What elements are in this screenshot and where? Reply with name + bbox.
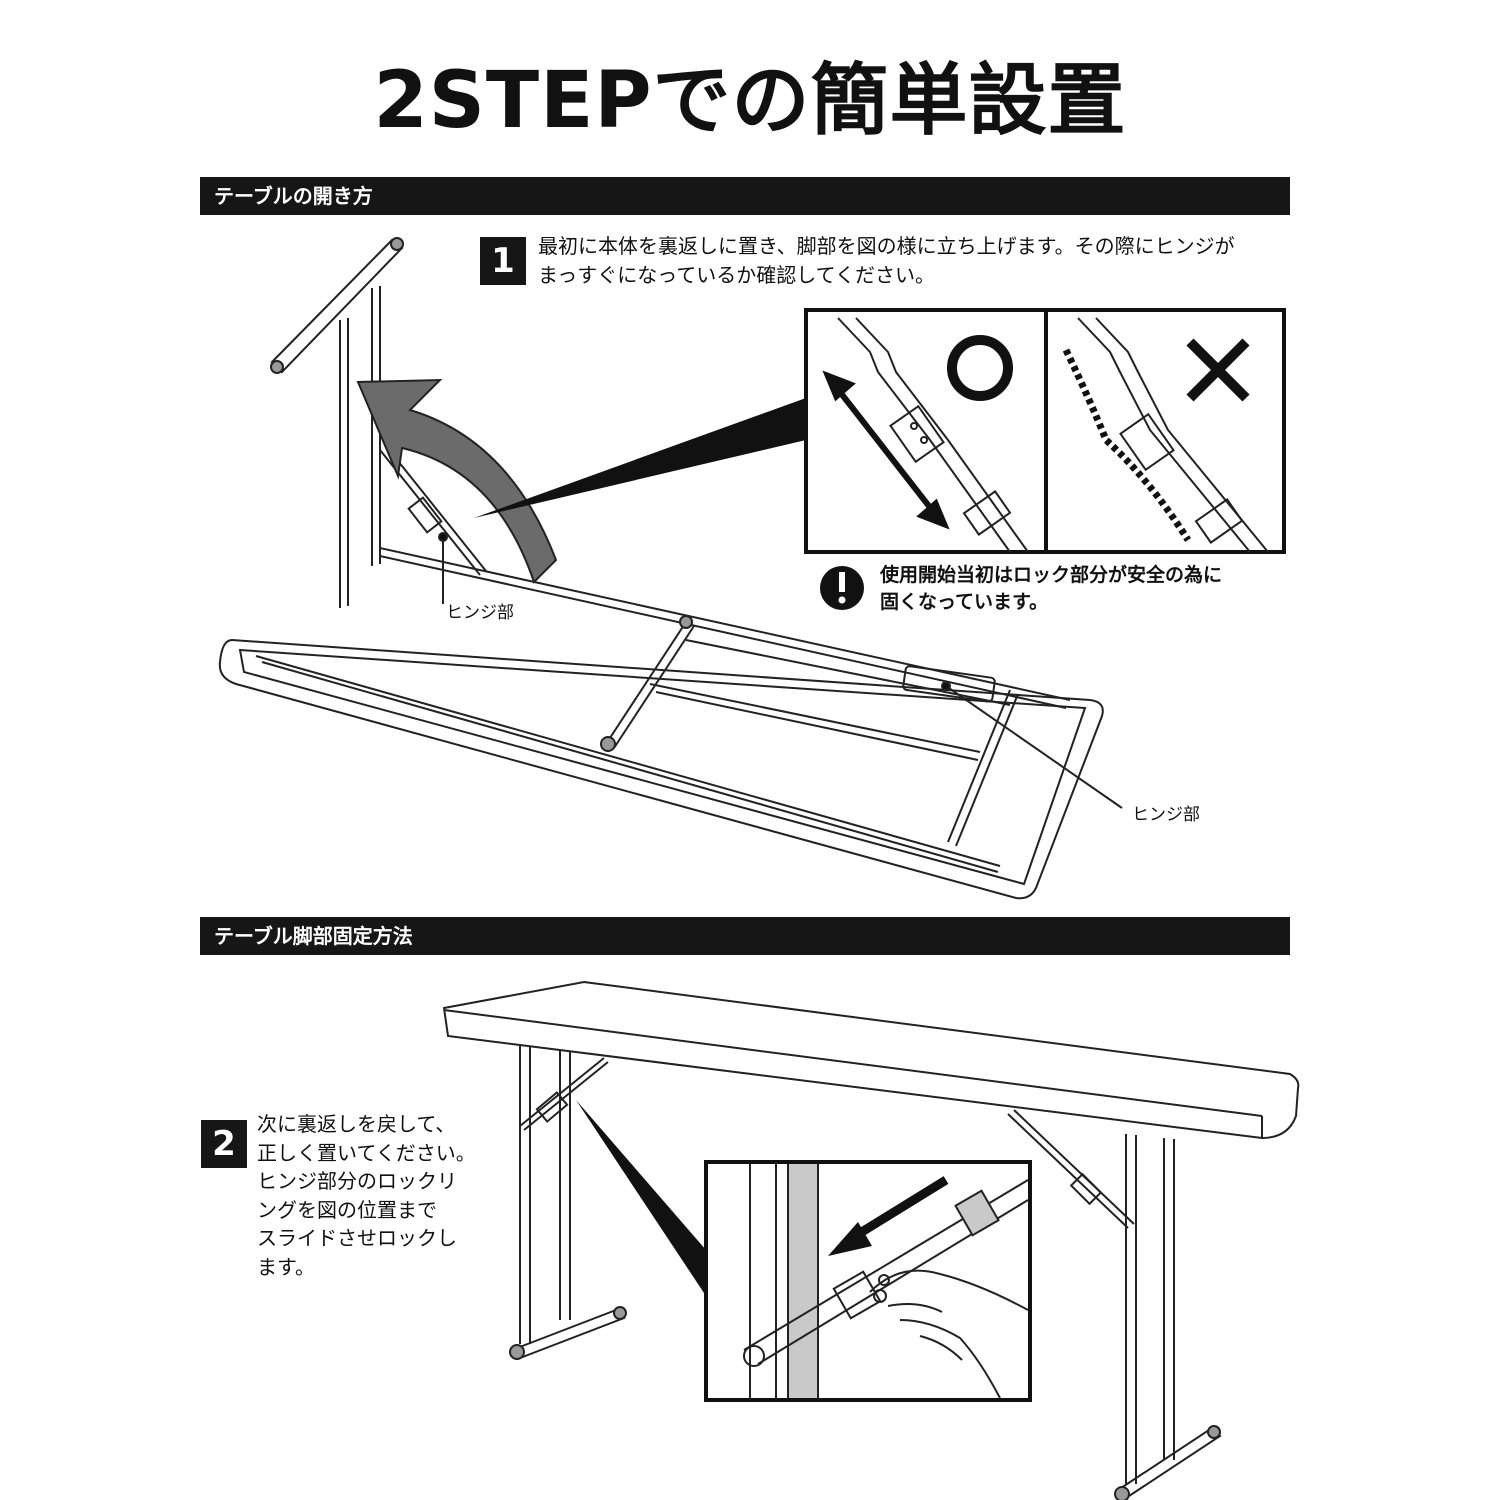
section-heading: テーブルの開き方 — [214, 184, 373, 208]
warning-line-1: 使用開始当初はロック部分が安全の為に — [880, 564, 1223, 586]
upside-down-table — [218, 237, 1104, 900]
step-2-line: ます。 — [257, 1254, 315, 1279]
step-2-line: ングを図の位置まで — [257, 1197, 437, 1222]
section-header-table-opening: テーブルの開き方 — [200, 177, 1290, 215]
raised-legs — [270, 237, 487, 608]
step-2-line: 正しく置いてください。 — [257, 1140, 476, 1165]
double-arrow-straight — [822, 370, 950, 530]
hinge-leaders — [438, 532, 1123, 809]
step-1-line-2: まっすぐになっているか確認してください。 — [538, 263, 935, 287]
zoom-pointer-1 — [474, 398, 806, 518]
zoom-pointer-2 — [576, 1100, 706, 1296]
step-1-line-1: 最初に本体を裏返しに置き、脚部を図の様に立ち上げます。その際にヒンジが — [538, 234, 1235, 258]
hinge-detail-box — [804, 308, 1286, 554]
step-2-instructions: 次に裏返しを戻して、 正しく置いてください。 ヒンジ部分のロックリ ングを図の位… — [257, 1110, 476, 1281]
upright-table — [442, 980, 1300, 1500]
step-2-line: スライドさせロックし — [257, 1226, 457, 1250]
incorrect-mark-icon — [1186, 338, 1250, 402]
step-2-line: 次に裏返しを戻して、 — [257, 1112, 456, 1136]
warning-line-2: 固くなっています。 — [880, 591, 1049, 613]
step-2-badge: 2 — [201, 1120, 247, 1168]
warning-message: 使用開始当初はロック部分が安全の為に 固くなっています。 — [880, 562, 1222, 616]
section-heading: テーブル脚部固定方法 — [214, 924, 413, 948]
page-title: 2STEPでの簡単設置 — [373, 56, 1127, 146]
correct-hinge-panel — [837, 317, 1029, 553]
step-2-line: ヒンジ部分のロックリ — [257, 1169, 457, 1193]
bent-dotted-line — [1062, 348, 1191, 542]
step-1-badge: 1 — [480, 237, 526, 285]
step-1-instructions: 最初に本体を裏返しに置き、脚部を図の様に立ち上げます。その際にヒンジが まっすぐ… — [538, 232, 1235, 290]
incorrect-hinge-panel — [1077, 317, 1269, 553]
hinge-label-right: ヒンジ部 — [1132, 805, 1200, 825]
hinge-label-left: ヒンジ部 — [446, 603, 514, 623]
slide-direction-arrow — [828, 1176, 949, 1256]
warning-icon — [820, 566, 864, 610]
folded-legs — [600, 615, 1019, 847]
correct-mark-icon — [947, 335, 1013, 401]
raise-legs-arrow — [356, 378, 558, 584]
lock-ring-detail-box — [704, 1160, 1032, 1402]
section-header-leg-fixing: テーブル脚部固定方法 — [200, 917, 1290, 955]
